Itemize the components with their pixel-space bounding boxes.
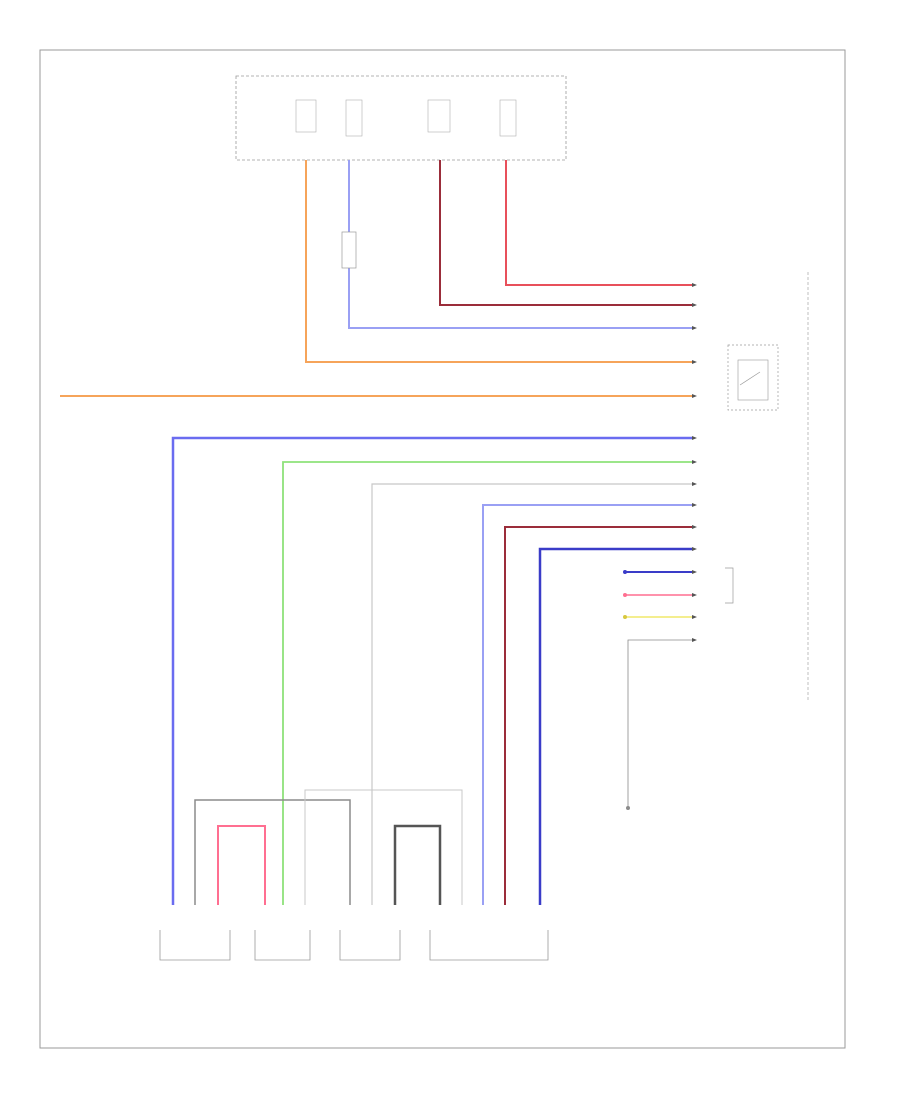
fuse-block-3 <box>427 99 451 133</box>
ground-node <box>626 806 630 810</box>
page-frame <box>39 49 846 1049</box>
wire-lightblue-top <box>348 160 692 329</box>
fuse-block-4 <box>499 99 517 137</box>
node-pink <box>623 593 627 597</box>
wire-darkgray-bottom <box>393 824 442 905</box>
wire-lightblue-mid <box>482 504 692 905</box>
bracket-symbol <box>725 567 734 604</box>
bottom-connectors <box>159 930 549 961</box>
relay-component <box>341 231 357 269</box>
node-yellow <box>623 615 627 619</box>
node-darkblue <box>623 570 627 574</box>
wire-green <box>282 461 692 905</box>
wire-darkred-mid <box>504 526 692 905</box>
wire-pink-bottom <box>217 825 266 905</box>
wire-ground <box>627 639 692 806</box>
connector-arrows <box>692 283 697 642</box>
wire-gray-thin <box>371 483 692 905</box>
wire-lightgray-bottom <box>304 789 463 905</box>
wire-darkred-top <box>439 160 692 306</box>
fuse-block-1 <box>295 99 317 133</box>
switch-symbol <box>727 344 779 411</box>
wire-blue-left <box>171 436 692 905</box>
wire-red-top <box>505 160 692 286</box>
fuse-junction-box <box>235 75 567 161</box>
wire-darkblue-mid <box>538 547 692 905</box>
fuse-block-2 <box>345 99 363 137</box>
wire-orange-top <box>305 160 692 363</box>
wire-gray-bottom <box>194 799 351 905</box>
